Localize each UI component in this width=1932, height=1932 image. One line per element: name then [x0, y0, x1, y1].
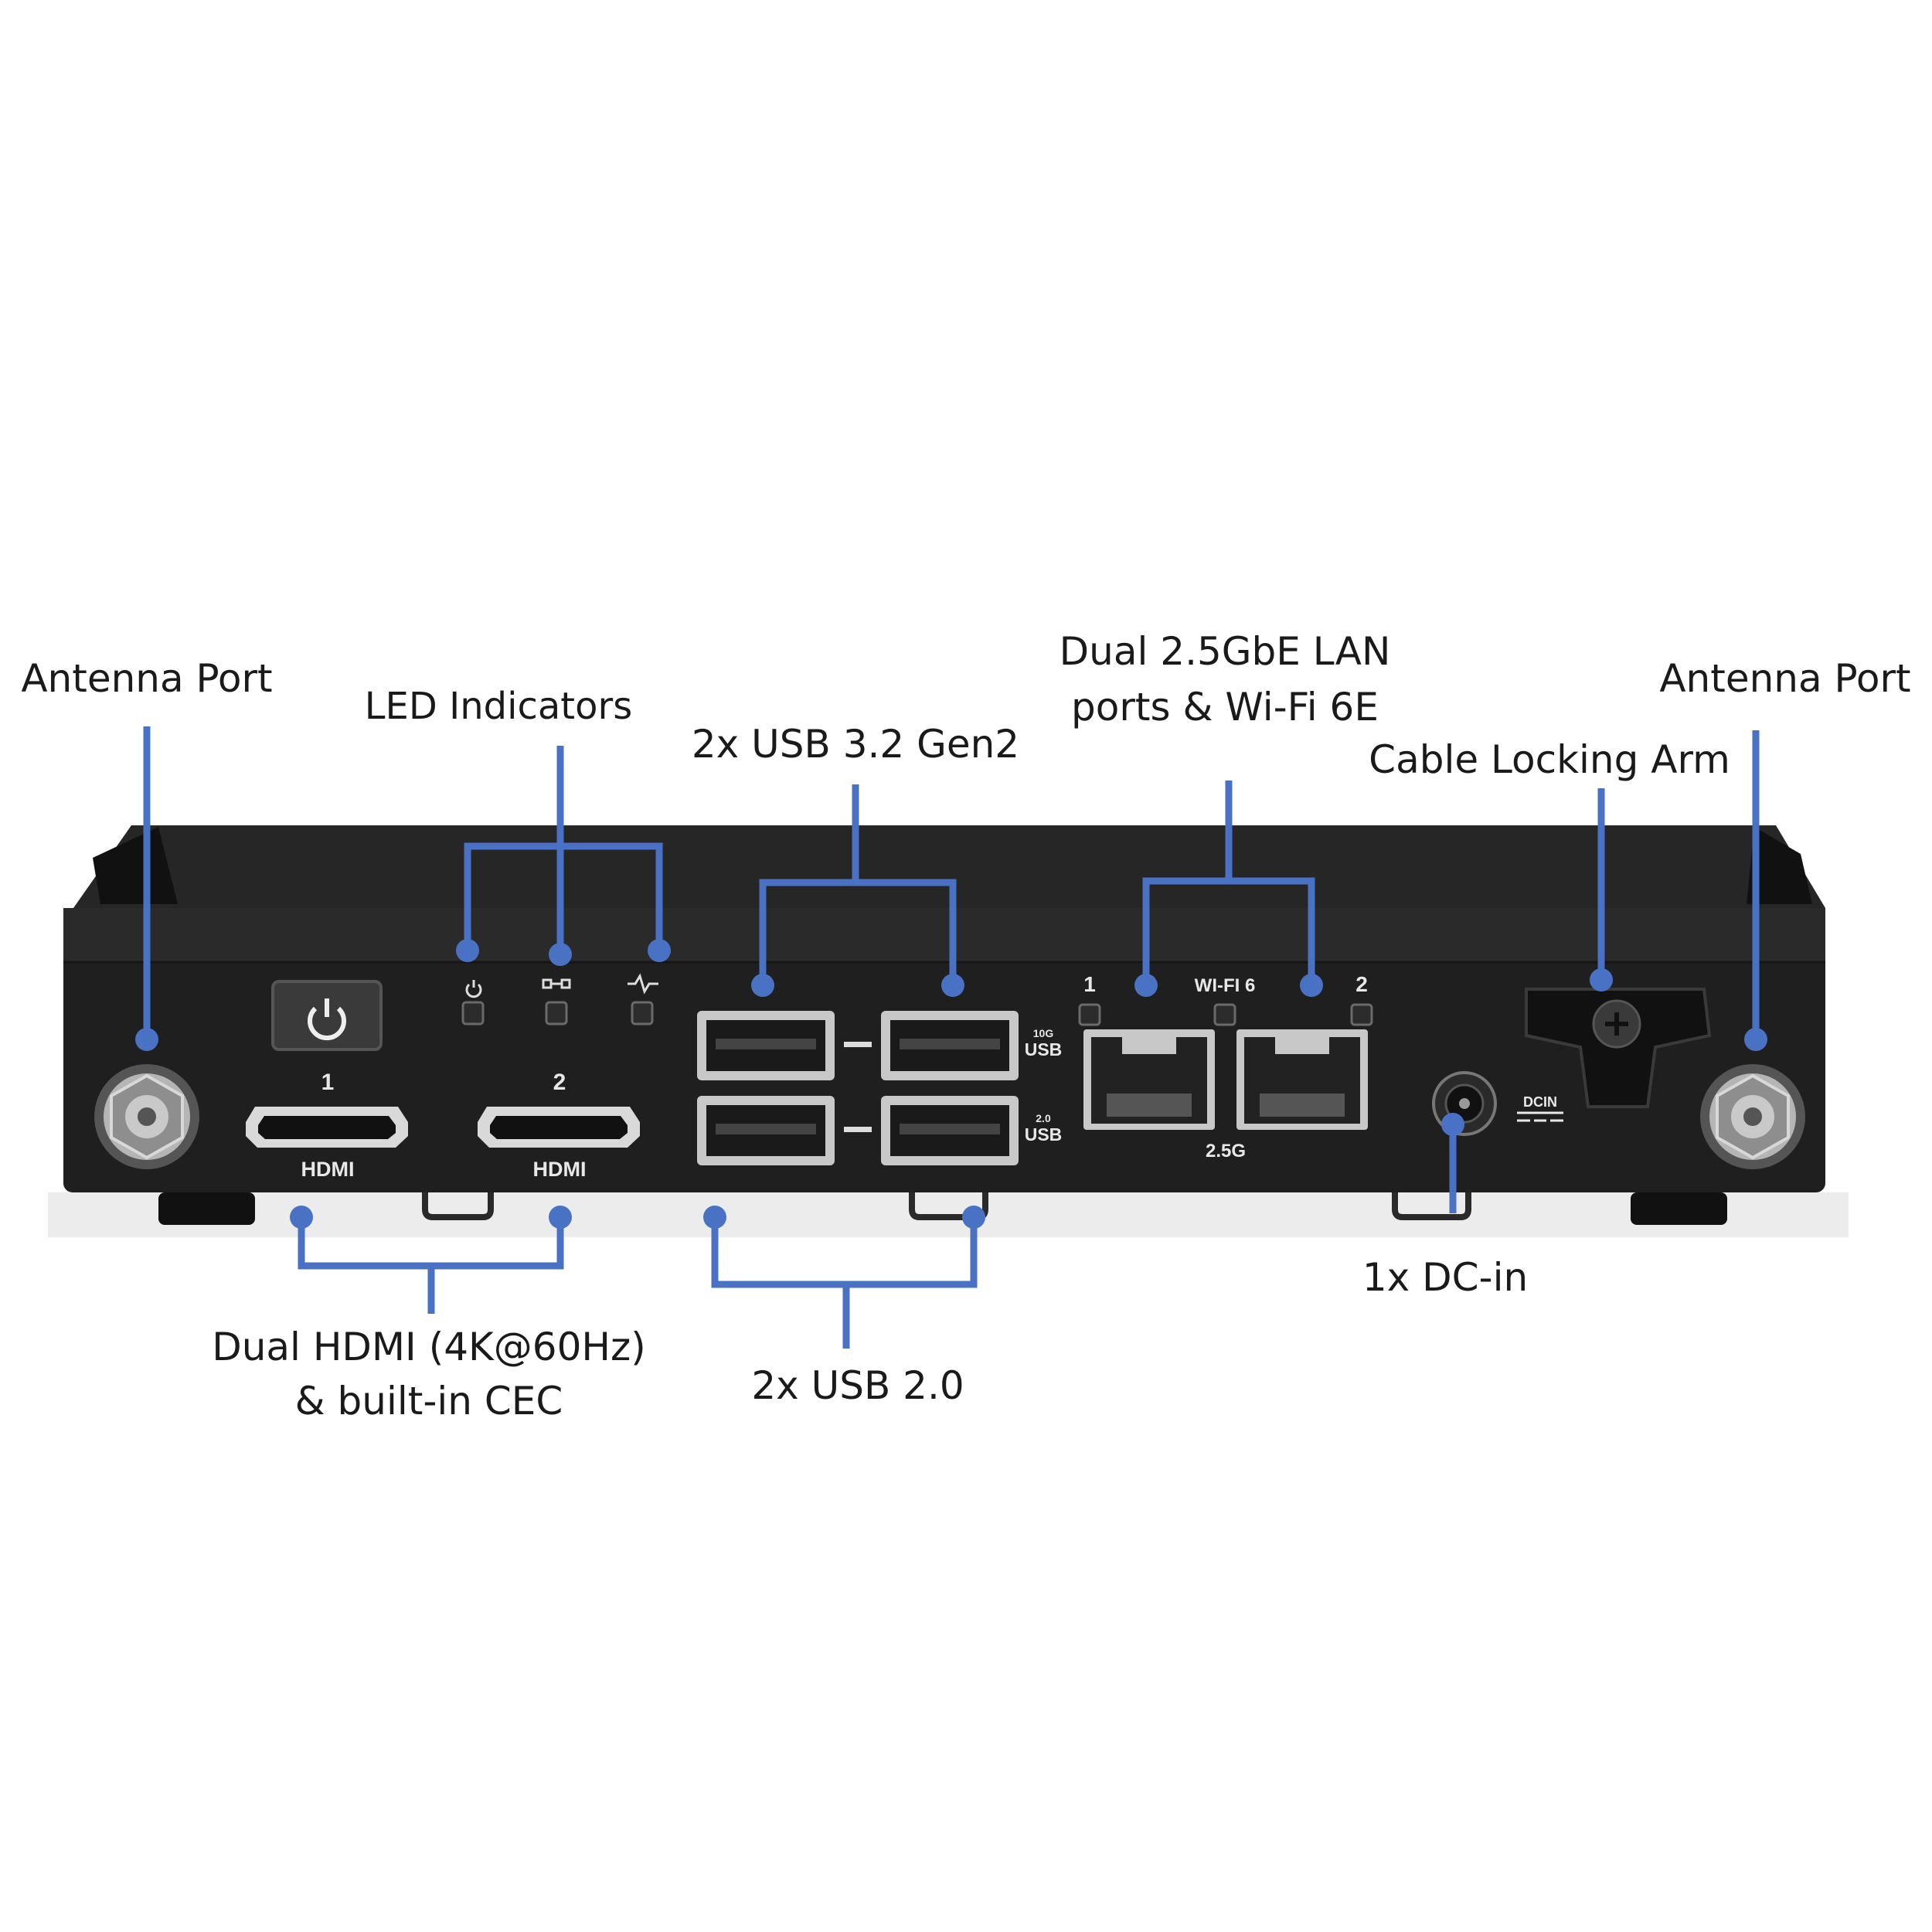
wifi-label: WI-FI 6 [1195, 975, 1256, 996]
device-foot [158, 1192, 255, 1225]
usb-top-label: USB [1025, 1039, 1063, 1060]
callout-dc-in: 1x DC-in [1362, 1255, 1528, 1300]
dc-in-label: DCIN [1523, 1094, 1557, 1110]
usb-bottom-speed: 2.0 [1036, 1112, 1051, 1124]
led-activity [631, 1001, 654, 1026]
hdmi-port-2[interactable] [478, 1107, 640, 1148]
activity-led-icon [628, 973, 658, 995]
usb-dash [844, 1042, 872, 1047]
screw-icon [1592, 999, 1641, 1049]
callout-usb-2-0: 2x USB 2.0 [751, 1363, 964, 1408]
device-foot [1631, 1192, 1727, 1225]
hdmi-2-label: HDMI [533, 1158, 587, 1181]
usb-3-port-2[interactable] [881, 1011, 1019, 1080]
leader-lines [143, 726, 1760, 1349]
lan-port-2[interactable] [1236, 1029, 1368, 1130]
callout-lan-line-1: Dual 2.5GbE LAN [1060, 629, 1391, 674]
usb-bottom-label: USB [1025, 1124, 1063, 1145]
hdmi-2-number: 2 [553, 1070, 566, 1095]
hdmi-1-label: HDMI [301, 1158, 355, 1181]
hdmi-port-1[interactable] [246, 1107, 408, 1148]
antenna-port-right [1700, 1064, 1805, 1169]
usb-2-port-1[interactable] [697, 1096, 835, 1165]
callout-usb-3-2: 2x USB 3.2 Gen2 [692, 722, 1019, 767]
lan-1-number: 1 [1083, 972, 1096, 996]
hdmi-1-number: 1 [321, 1070, 335, 1095]
callout-hdmi-line-2: & built-in CEC [295, 1379, 563, 1423]
antenna-port-left [94, 1064, 199, 1169]
lan-speed-label: 2.5G [1206, 1141, 1246, 1162]
callout-led-indicators: LED Indicators [365, 685, 632, 728]
led-network [545, 1001, 568, 1026]
lan-2-number: 2 [1355, 972, 1368, 996]
power-button[interactable] [271, 980, 383, 1051]
led-wifi [1213, 1003, 1236, 1026]
cable-locking-arm[interactable] [1525, 988, 1712, 1108]
usb-top-speed: 10G [1033, 1027, 1054, 1039]
callout-lan-line-2: ports & Wi-Fi 6E [1071, 685, 1379, 730]
power-icon [308, 998, 346, 1041]
callout-antenna-right: Antenna Port [1659, 656, 1910, 701]
usb-dash [844, 1127, 872, 1132]
mini-pc-device: 1 HDMI 2 HDMI [48, 825, 1849, 1237]
led-lan-2 [1350, 1003, 1373, 1026]
network-led-icon [542, 978, 571, 989]
callout-cable-locking-arm: Cable Locking Arm [1369, 737, 1730, 782]
led-lan-1 [1078, 1003, 1101, 1026]
usb-3-port-1[interactable] [697, 1011, 835, 1080]
usb-2-port-2[interactable] [881, 1096, 1019, 1165]
leader-dots [135, 939, 1767, 1229]
power-led-icon [465, 980, 482, 998]
led-power [461, 1001, 485, 1026]
lan-port-1[interactable] [1083, 1029, 1215, 1130]
callout-hdmi-line-1: Dual HDMI (4K@60Hz) [212, 1325, 646, 1369]
callout-antenna-left: Antenna Port [21, 656, 272, 701]
